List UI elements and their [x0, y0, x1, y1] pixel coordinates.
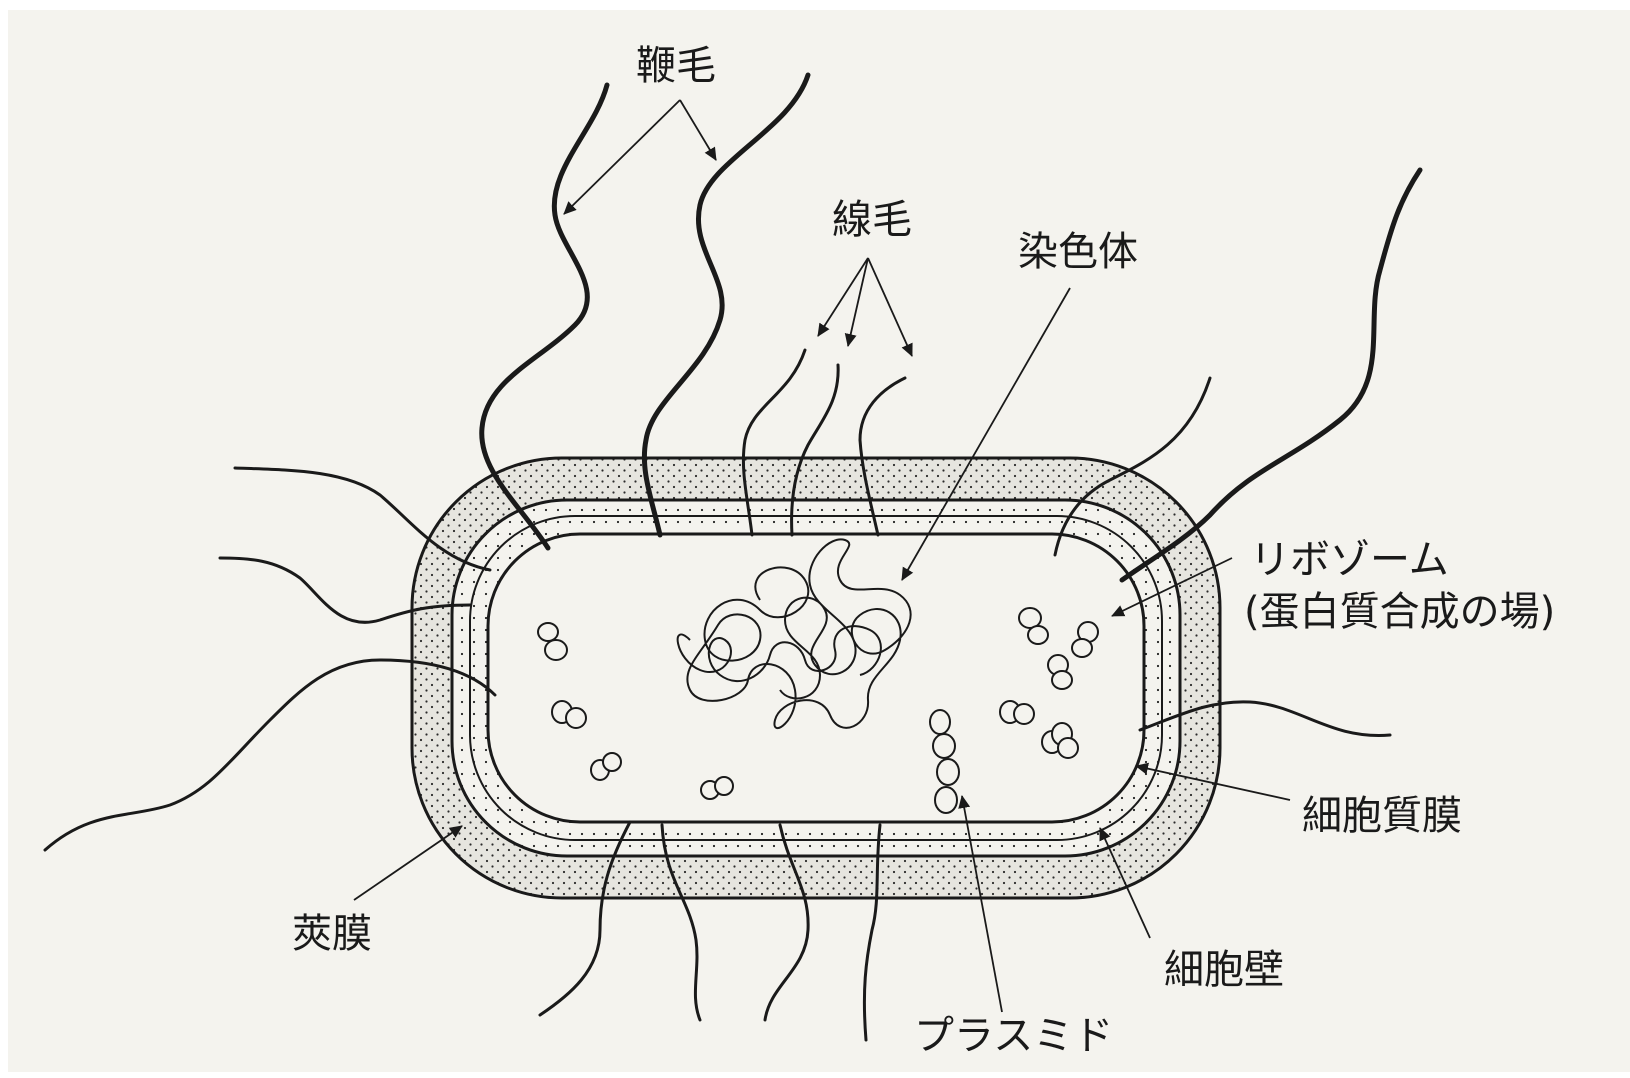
- label-plasmid: プラスミド: [914, 1016, 1113, 1056]
- label-chromosome: 染色体: [1018, 232, 1138, 272]
- arrow-flagellum-b: [680, 100, 716, 160]
- label-pili: 線毛: [832, 200, 912, 240]
- cytoplasm: [488, 534, 1144, 822]
- arrow-capsule: [354, 826, 462, 900]
- label-ribosome: リボゾーム: [1250, 540, 1449, 580]
- label-flagellum: 鞭毛: [636, 46, 716, 86]
- arrow-pili-b: [848, 258, 868, 346]
- arrow-flagellum-a: [564, 100, 680, 214]
- label-capsule: 莢膜: [292, 914, 372, 954]
- arrow-pili-c: [868, 258, 912, 356]
- arrow-pili-a: [818, 258, 868, 336]
- label-cytoplasmic-membrane: 細胞質膜: [1302, 796, 1462, 836]
- label-ribosome-note: (蛋白質合成の場): [1244, 592, 1555, 632]
- label-cell-wall: 細胞壁: [1164, 950, 1284, 990]
